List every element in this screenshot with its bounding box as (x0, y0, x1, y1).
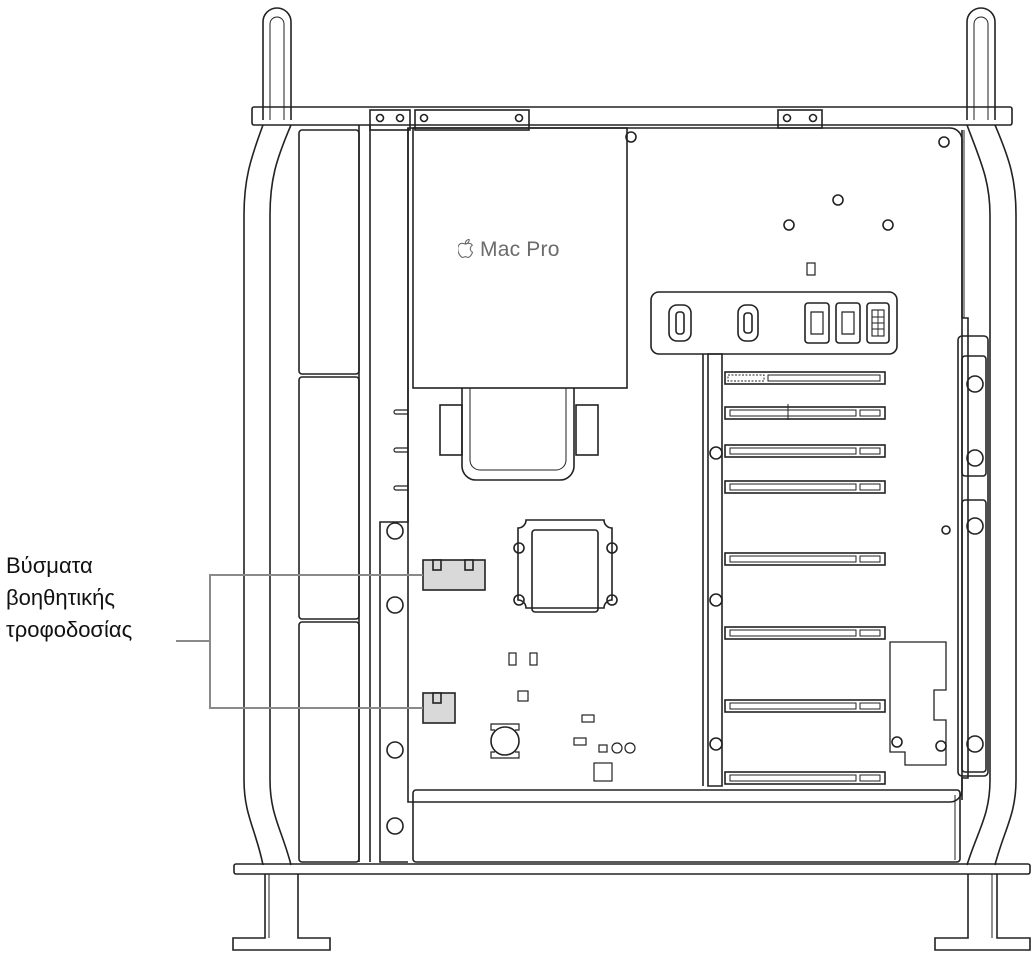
sata-port-icon (804, 302, 830, 344)
brand-label-text: Mac Pro (480, 238, 560, 261)
right-bracket (941, 130, 989, 800)
io-card (650, 291, 898, 355)
thunderbolt-port-icon (737, 304, 759, 342)
power-supply (412, 789, 961, 863)
header-pins-icon (866, 302, 890, 344)
fan-bays (298, 125, 371, 863)
pcie-slot-7 (724, 699, 886, 713)
pcie-slot-2 (724, 404, 886, 420)
frame (232, 7, 1031, 951)
pcie-slot-area (702, 353, 947, 787)
callout-line-3: τροφοδοσίας (6, 617, 133, 642)
pcie-slot-5 (724, 552, 886, 566)
cpu-cooler-cover (412, 127, 628, 481)
pcie-slot-6 (724, 626, 886, 640)
pcie-slot-8 (724, 771, 886, 785)
sata-port-icon-2 (835, 302, 861, 344)
auxiliary-power-connectors (422, 559, 486, 724)
pcie-slot-4 (724, 480, 886, 494)
usb-a-port-icon (668, 304, 692, 342)
callout-line-2: βοηθητικής (6, 585, 116, 610)
callout-leader (176, 574, 423, 709)
coin-battery-icon (490, 726, 520, 756)
small-components (490, 652, 636, 782)
pcie-slot-1 (724, 371, 886, 385)
callout-label: Βύσματα βοηθητικής τροφοδοσίας (6, 550, 132, 646)
chipset-socket (513, 519, 618, 613)
top-tabs (369, 109, 823, 131)
mac-pro-brand-label: Mac Pro (458, 238, 560, 262)
callout-line-1: Βύσματα (6, 553, 93, 578)
apple-logo-icon (458, 239, 474, 258)
pcie-slot-3 (724, 444, 886, 458)
